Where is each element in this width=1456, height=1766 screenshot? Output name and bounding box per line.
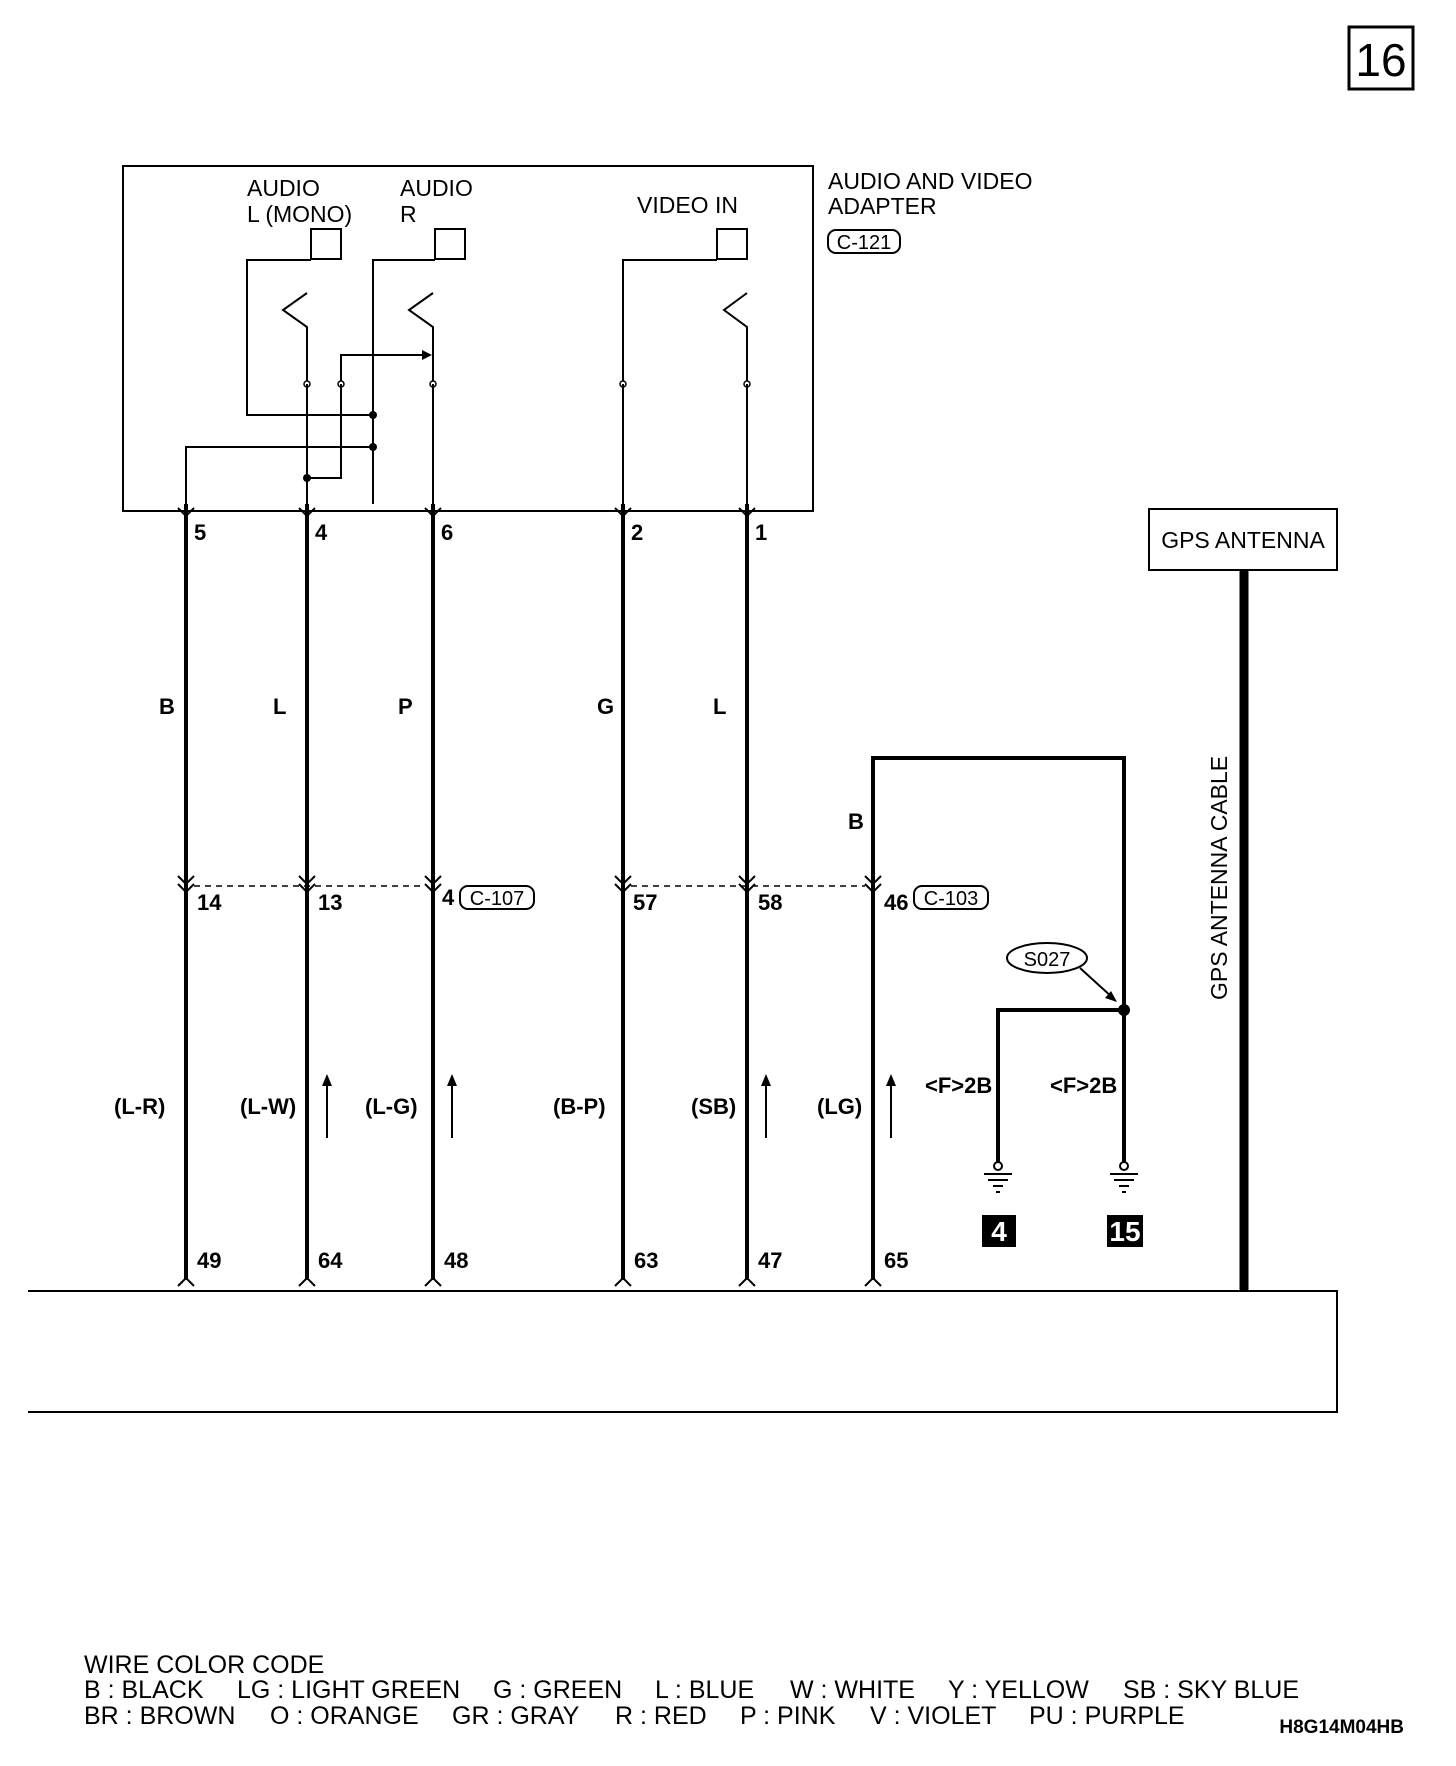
ground-point-4: 4	[991, 1216, 1007, 1247]
page-number-box	[1347, 25, 1415, 91]
ground-symbols	[984, 1161, 1138, 1193]
splice-tag	[1006, 942, 1088, 974]
ground-wire-label-right: <F>2B	[1050, 1073, 1117, 1098]
bottom-pin-chevrons	[177, 1276, 882, 1287]
bottom-pin-63: 63	[634, 1248, 658, 1273]
mid-pin-4: 4	[442, 885, 455, 910]
lower-color-4: (B-P)	[553, 1094, 606, 1119]
legend-br: BR : BROWN	[84, 1702, 235, 1730]
legend-title: WIRE COLOR CODE	[84, 1651, 324, 1679]
jack-audio-r-label2: R	[400, 201, 417, 227]
adapter-title-line2: ADAPTER	[828, 193, 937, 219]
legend-pu: PU : PURPLE	[1029, 1702, 1185, 1730]
wire-color-pin1: L	[713, 694, 726, 719]
mid-pin-14: 14	[197, 890, 222, 915]
legend-b: B : BLACK	[84, 1676, 204, 1704]
bottom-pin-47: 47	[758, 1248, 782, 1273]
legend-l: L : BLUE	[655, 1676, 754, 1704]
splice-arrow	[1079, 967, 1114, 999]
bottom-pin-64: 64	[318, 1248, 343, 1273]
jack-audio-l	[310, 228, 342, 260]
jack-video-in	[716, 228, 748, 260]
c103-tag	[913, 885, 989, 910]
adapter-connector-tag	[827, 229, 901, 254]
lower-color-3: (L-G)	[365, 1094, 418, 1119]
mid-pin-58: 58	[758, 890, 782, 915]
jack-video-label: VIDEO IN	[637, 192, 738, 218]
legend-lg: LG : LIGHT GREEN	[237, 1676, 460, 1704]
jack-audio-l-label2: L (MONO)	[247, 201, 352, 227]
adapter-pin-5: 5	[194, 520, 206, 545]
diagram-code: H8G14M04HB	[1279, 1717, 1404, 1738]
splice-dot	[1118, 1004, 1130, 1016]
legend-g: G : GREEN	[493, 1676, 622, 1704]
legend-y: Y : YELLOW	[948, 1676, 1089, 1704]
adapter-pin-chevrons	[177, 507, 756, 518]
mid-pin-46: 46	[884, 890, 908, 915]
lower-unit-box	[28, 1290, 1338, 1413]
wire-color-pin4: L	[273, 694, 286, 719]
adapter-pin-4: 4	[315, 520, 328, 545]
jack-audio-r	[434, 228, 466, 260]
lower-color-6: (LG)	[817, 1094, 862, 1119]
page-number: 16	[1355, 34, 1406, 86]
mid-pin-13: 13	[318, 890, 342, 915]
wire-color-pin6: P	[398, 694, 413, 719]
adapter-pin-2: 2	[631, 520, 643, 545]
mid-connector-chevrons	[177, 875, 882, 894]
legend-o: O : ORANGE	[270, 1702, 419, 1730]
connector-c103: C-103	[924, 888, 978, 910]
legend-gr: GR : GRAY	[452, 1702, 580, 1730]
gps-antenna-cable-label: GPS ANTENNA CABLE	[1206, 756, 1232, 1000]
jack-audio-r-label1: AUDIO	[400, 175, 473, 201]
lower-color-2: (L-W)	[240, 1094, 296, 1119]
connector-c107: C-107	[470, 888, 524, 910]
ground-point-15: 15	[1109, 1216, 1140, 1247]
adapter-pin-6: 6	[441, 520, 453, 545]
jack-audio-l-label1: AUDIO	[247, 175, 320, 201]
ground-point-15-box	[1107, 1215, 1143, 1247]
mid-pin-57: 57	[633, 890, 657, 915]
legend-w: W : WHITE	[790, 1676, 915, 1704]
legend-v: V : VIOLET	[870, 1702, 996, 1730]
signal-arrows	[322, 1074, 896, 1138]
wire-color-pin2: G	[597, 694, 614, 719]
wire-color-branch: B	[848, 809, 864, 834]
adapter-title-line1: AUDIO AND VIDEO	[828, 168, 1032, 194]
adapter-box	[122, 165, 814, 512]
adapter-pin-1: 1	[755, 520, 767, 545]
ground-point-4-box	[982, 1215, 1016, 1247]
gps-antenna-label: GPS ANTENNA	[1161, 527, 1325, 553]
adapter-connector: C-121	[837, 232, 891, 254]
wire-color-pin5: B	[159, 694, 175, 719]
splice-label: S027	[1024, 949, 1071, 971]
bottom-pin-49: 49	[197, 1248, 221, 1273]
c107-tag	[459, 885, 535, 910]
bottom-pin-65: 65	[884, 1248, 908, 1273]
bottom-pin-48: 48	[444, 1248, 468, 1273]
lower-color-1: (L-R)	[114, 1094, 165, 1119]
adapter-internal-wiring	[185, 259, 751, 504]
splice-arrowhead	[1105, 991, 1117, 1002]
lower-color-5: (SB)	[691, 1094, 736, 1119]
legend-p: P : PINK	[740, 1702, 836, 1730]
legend-sb: SB : SKY BLUE	[1123, 1676, 1299, 1704]
ground-wire-label-left: <F>2B	[925, 1073, 992, 1098]
legend-r: R : RED	[615, 1702, 707, 1730]
